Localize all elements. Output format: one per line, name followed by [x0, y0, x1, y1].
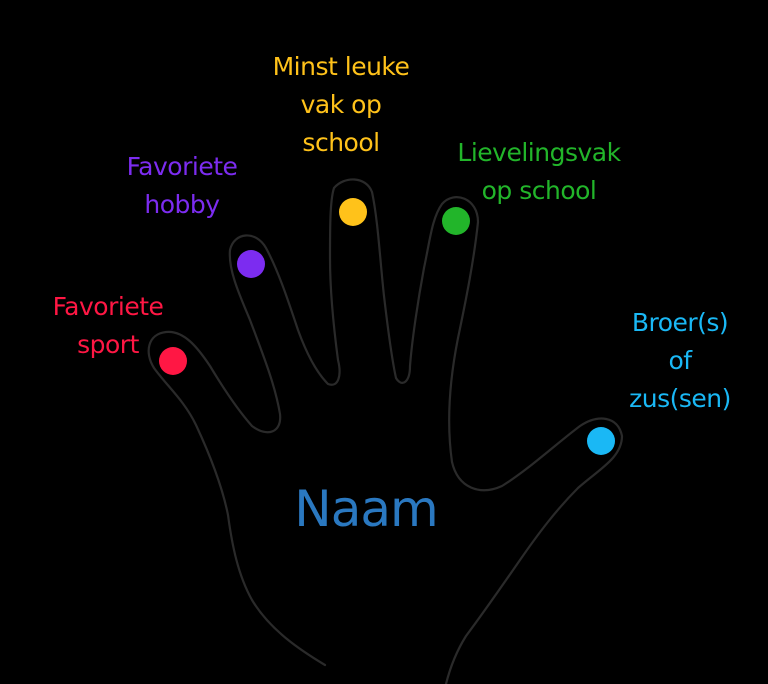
siblings-dot-icon: [587, 427, 615, 455]
label-line: Favoriete: [126, 152, 238, 181]
label-favorite-subject: Lievelingsvak op school: [444, 134, 634, 210]
label-line: zus(sen): [629, 384, 731, 413]
label-line: school: [302, 128, 380, 157]
hobby-dot-icon: [237, 250, 265, 278]
label-favorite-sport: Favoriete sport: [18, 288, 198, 364]
label-line: Minst leuke: [272, 52, 410, 81]
label-line: of: [668, 346, 692, 375]
sport-dot-icon: [159, 347, 187, 375]
favorite-subject-dot-icon: [442, 207, 470, 235]
label-line: Broer(s): [631, 308, 729, 337]
label-line: op school: [481, 176, 597, 205]
label-line: Lievelingsvak: [457, 138, 621, 167]
name-label: Naam: [294, 480, 438, 538]
label-line: hobby: [144, 190, 220, 219]
label-siblings: Broer(s) of zus(sen): [600, 304, 760, 418]
label-least-favorite-subject: Minst leuke vak op school: [246, 48, 436, 162]
label-line: Favoriete: [52, 292, 164, 321]
label-line: sport: [77, 330, 139, 359]
hand-outline: [147, 178, 624, 684]
least-subject-dot-icon: [339, 198, 367, 226]
label-favorite-hobby: Favoriete hobby: [92, 148, 272, 224]
label-line: vak op: [300, 90, 382, 119]
